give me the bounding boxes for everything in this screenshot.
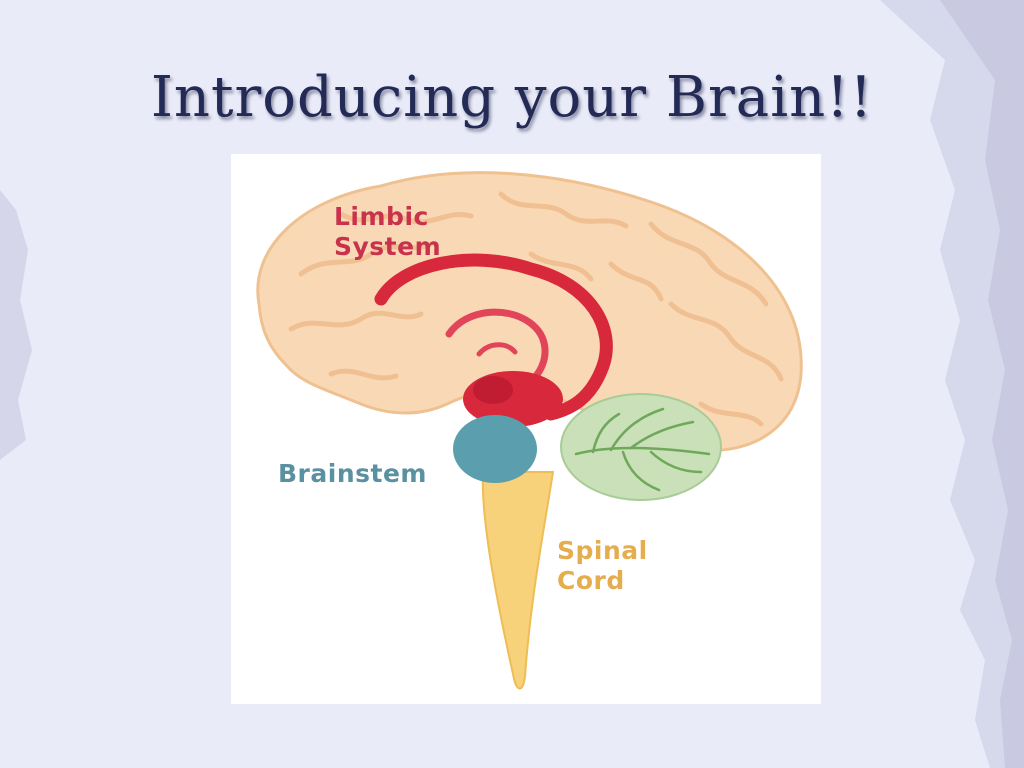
cortex-folds	[288, 191, 784, 427]
label-limbic-system: Limbic System	[334, 202, 442, 261]
label-brainstem: Brainstem	[278, 459, 427, 488]
limbic-system-shape	[374, 253, 613, 427]
brain-diagram: Limbic System Brainstem Spinal Cord	[231, 154, 821, 704]
cerebellum-shape	[560, 393, 722, 501]
brain-illustration	[256, 171, 803, 690]
left-decorative-strip	[0, 190, 32, 460]
right-decorative-strip	[880, 0, 1024, 768]
spinal-cord-shape	[481, 471, 555, 690]
slide-title: Introducing your Brain!!	[150, 65, 874, 130]
brainstem-shape	[453, 415, 537, 483]
label-spinal-cord: Spinal Cord	[557, 536, 648, 595]
